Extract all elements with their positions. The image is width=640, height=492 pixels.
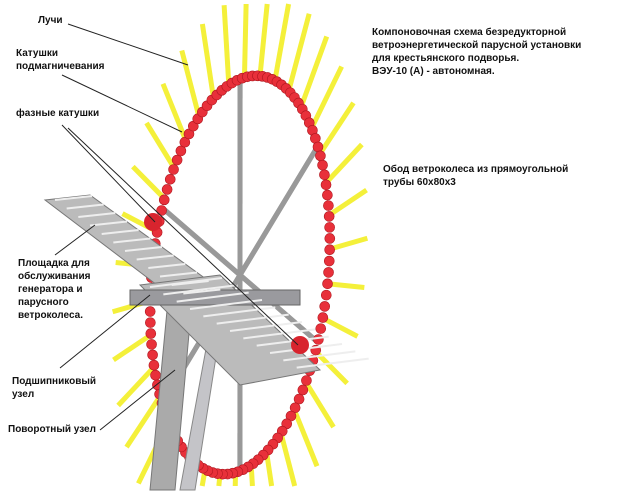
leader-lines bbox=[54, 23, 299, 431]
platform-slat bbox=[203, 306, 276, 318]
label-bearing: Подшипниковый узел bbox=[12, 376, 97, 400]
coil bbox=[150, 369, 161, 381]
coil bbox=[317, 312, 329, 323]
coil bbox=[145, 328, 157, 339]
platform-slat bbox=[101, 229, 139, 235]
coil bbox=[175, 145, 187, 157]
platform-slat bbox=[66, 203, 104, 210]
coil bbox=[293, 393, 305, 405]
platform-slat bbox=[78, 212, 116, 218]
platform-slat bbox=[283, 350, 356, 362]
ray bbox=[112, 332, 153, 363]
coil bbox=[164, 174, 176, 185]
ray bbox=[329, 235, 369, 252]
wheel-spokes bbox=[160, 79, 320, 471]
platform-slat bbox=[159, 271, 198, 278]
coil bbox=[168, 164, 179, 175]
coil bbox=[312, 141, 324, 153]
coil bbox=[319, 301, 331, 312]
ray bbox=[327, 281, 365, 290]
diagram-title: Компоновочная схема безредукторной ветро… bbox=[372, 27, 582, 77]
ray bbox=[199, 23, 216, 99]
label-rim: Обод ветроколеса из прямоугольной трубы … bbox=[383, 164, 569, 188]
coil bbox=[147, 349, 158, 361]
ray bbox=[291, 408, 320, 468]
ray bbox=[131, 164, 167, 201]
label-platform: Площадка для обслуживания генератора и п… bbox=[18, 258, 91, 321]
ray bbox=[257, 3, 270, 77]
ray bbox=[298, 35, 330, 108]
ray bbox=[323, 142, 364, 185]
label-bias-coils: Катушки подмагничевания bbox=[16, 48, 105, 72]
coil bbox=[301, 375, 312, 386]
coil bbox=[297, 384, 309, 396]
phase-coil bbox=[144, 213, 162, 231]
ray bbox=[124, 394, 163, 449]
platform-slat bbox=[216, 313, 289, 325]
label-swivel: Поворотный узел bbox=[8, 424, 96, 435]
coil bbox=[317, 159, 328, 171]
coil bbox=[146, 339, 157, 350]
ray bbox=[241, 3, 249, 78]
coil bbox=[144, 306, 156, 317]
platform-slat bbox=[183, 288, 221, 295]
ray bbox=[303, 380, 336, 429]
label-rays: Лучи bbox=[38, 15, 63, 26]
platform-slat bbox=[136, 254, 174, 261]
coil bbox=[148, 359, 160, 371]
ray bbox=[144, 121, 177, 170]
coil bbox=[320, 179, 332, 191]
ray bbox=[221, 5, 232, 86]
platform-slat bbox=[163, 284, 236, 296]
platform-slat bbox=[171, 280, 209, 286]
coil bbox=[315, 323, 327, 334]
platform-slat bbox=[89, 220, 128, 227]
ray bbox=[286, 13, 312, 92]
coil bbox=[145, 317, 156, 328]
platform-slat bbox=[229, 321, 303, 332]
phase-coil bbox=[291, 336, 309, 354]
coil bbox=[319, 169, 330, 181]
platform-slat bbox=[296, 357, 369, 369]
platform-slat bbox=[148, 263, 186, 269]
ray bbox=[309, 65, 344, 130]
coil bbox=[324, 244, 335, 256]
coil bbox=[324, 222, 335, 233]
coil bbox=[320, 289, 332, 301]
coil bbox=[323, 267, 334, 278]
platform-slat bbox=[176, 291, 249, 303]
coil bbox=[161, 184, 173, 195]
coil bbox=[323, 200, 334, 211]
coil bbox=[322, 278, 333, 290]
ray bbox=[272, 3, 292, 81]
ray bbox=[317, 101, 356, 156]
platform-slat bbox=[189, 299, 263, 310]
platform-slat bbox=[113, 237, 151, 244]
ray bbox=[321, 315, 359, 339]
coil bbox=[322, 189, 333, 201]
label-phase-coils: фазные катушки bbox=[16, 108, 100, 119]
coil bbox=[158, 194, 170, 206]
ray bbox=[116, 365, 157, 408]
ray bbox=[327, 187, 368, 218]
coil bbox=[323, 255, 335, 267]
ray bbox=[179, 49, 202, 118]
platform-slat bbox=[243, 328, 316, 340]
platform-slat bbox=[124, 246, 163, 252]
spoke bbox=[160, 144, 320, 406]
service-platform bbox=[43, 194, 369, 386]
ray bbox=[278, 432, 298, 487]
coil bbox=[315, 150, 326, 162]
coil bbox=[323, 211, 335, 222]
coil bbox=[313, 334, 324, 345]
coil bbox=[324, 233, 336, 244]
ray bbox=[160, 82, 189, 142]
platform-slat bbox=[54, 195, 93, 201]
coil bbox=[171, 154, 183, 166]
coil bbox=[156, 205, 167, 216]
